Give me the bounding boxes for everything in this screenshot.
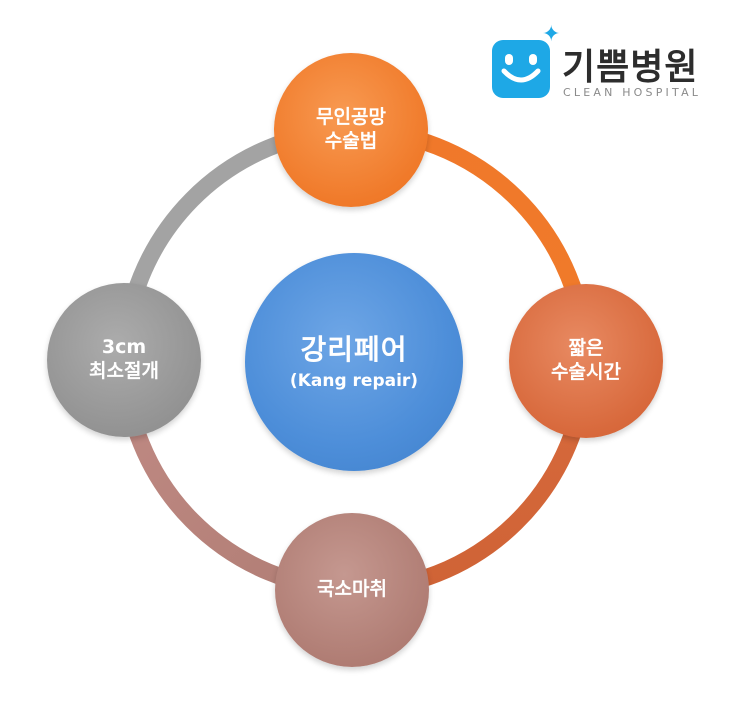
node-bottom-line1: 국소마취 xyxy=(317,578,387,601)
smiley-logo-icon xyxy=(492,40,550,98)
hospital-logo: ✦ 기쁨병원 CLEAN HOSPITAL xyxy=(492,24,712,104)
node-top-line2: 수술법 xyxy=(324,130,378,152)
node-top-line1: 무인공망 xyxy=(316,106,386,129)
node-top: 무인공망 수술법 xyxy=(274,53,428,207)
node-left-line1: 3cm xyxy=(101,336,147,359)
logo-subtitle: CLEAN HOSPITAL xyxy=(563,86,702,99)
center-node: 강리페어 (Kang repair) xyxy=(245,253,463,471)
node-right-line1: 짧은 xyxy=(568,337,604,360)
center-title: 강리페어 xyxy=(300,332,408,366)
center-subtitle: (Kang repair) xyxy=(289,370,419,391)
node-bottom: 국소마취 xyxy=(275,513,429,667)
node-right: 짧은 수술시간 xyxy=(509,284,663,438)
node-left-line2: 최소절개 xyxy=(89,360,159,382)
node-right-line2: 수술시간 xyxy=(551,361,621,383)
logo-name: 기쁨병원 xyxy=(562,47,699,88)
sparkle-icon: ✦ xyxy=(542,22,561,47)
node-left: 3cm 최소절개 xyxy=(47,283,201,437)
